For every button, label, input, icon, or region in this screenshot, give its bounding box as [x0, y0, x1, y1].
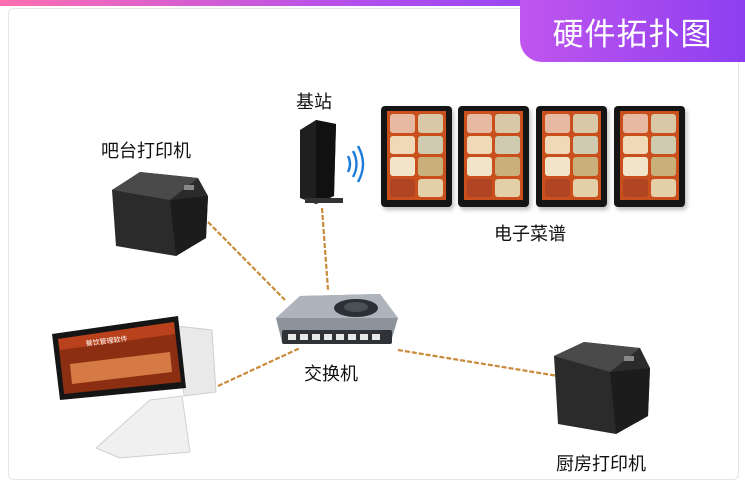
title-badge: 硬件拓扑图	[520, 0, 745, 62]
pos-terminal: 餐饮管理软件	[52, 316, 217, 459]
menu-tablet-2	[458, 106, 529, 207]
label-base-station: 基站	[296, 92, 332, 113]
cable-switch-to-kitchen-printer	[397, 348, 559, 378]
bar-printer	[112, 172, 208, 256]
ethernet-ports-icon	[288, 334, 380, 340]
label-kitchen-printer: 厨房打印机	[556, 454, 646, 475]
label-bar-printer: 吧台打印机	[101, 141, 191, 162]
cable-bar-printer-to-switch	[207, 221, 286, 301]
base-station	[300, 120, 365, 204]
cable-pos-to-switch	[217, 347, 301, 387]
page-title: 硬件拓扑图	[552, 16, 713, 53]
menu-tablet-3	[536, 106, 607, 207]
label-switch: 交换机	[304, 364, 358, 385]
top-accent-bar	[0, 0, 745, 6]
wifi-signal-icon	[346, 145, 365, 183]
menu-tablet-4	[614, 106, 685, 207]
printer-status-light	[184, 185, 194, 190]
network-switch	[276, 294, 398, 344]
kitchen-printer	[554, 342, 650, 434]
cable-base-station-to-switch	[320, 207, 330, 291]
network-cables	[207, 207, 559, 387]
menu-tablet-1	[381, 106, 452, 207]
label-electronic-menu: 电子菜谱	[494, 224, 566, 245]
